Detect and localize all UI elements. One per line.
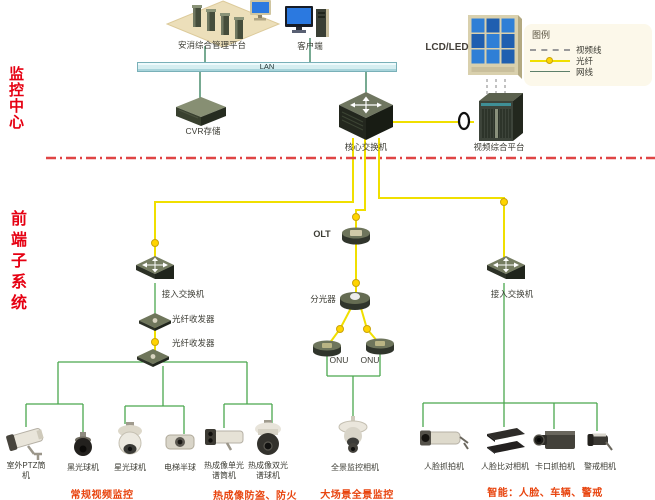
transceiver-icon bbox=[137, 349, 169, 367]
thermal-dome-camera-icon bbox=[255, 420, 281, 455]
legend-net-label: 网线 bbox=[576, 66, 594, 77]
camera-label: 星光球机 bbox=[114, 463, 146, 472]
core-switch-node bbox=[339, 92, 393, 140]
legend: 图例 视频线 光纤 网线 bbox=[524, 24, 652, 86]
olt-cylinder-icon bbox=[342, 227, 370, 245]
white-dome-camera-icon bbox=[118, 422, 142, 455]
camera-label: 全景监控相机 bbox=[331, 463, 379, 472]
client-label: 客户端 bbox=[297, 41, 323, 51]
caption-regular-video: 常规视频监控 bbox=[70, 490, 134, 500]
fiber-transceiver-2-label: 光纤收发器 bbox=[172, 338, 215, 348]
fiber-coupler-icon bbox=[457, 111, 471, 131]
mini-dome-camera-icon bbox=[165, 434, 195, 450]
switch-icon bbox=[487, 256, 525, 279]
video-platform-node bbox=[473, 93, 523, 141]
camera-label: 室外PTZ筒 机 bbox=[6, 461, 46, 480]
face-capture-bullet-camera-icon bbox=[420, 430, 469, 450]
face-compare-camera-icon bbox=[487, 428, 525, 454]
camera-label: 热成像双光 谱球机 bbox=[248, 461, 288, 480]
camera-node bbox=[418, 424, 470, 454]
camera-node bbox=[203, 426, 245, 452]
legend-row-video: 视频线 bbox=[524, 44, 652, 55]
video-line-sample-icon bbox=[530, 48, 570, 51]
transceiver-icon bbox=[139, 313, 171, 331]
splitter-cylinder-icon bbox=[340, 292, 370, 310]
caption-thermal: 热成像防盗、防火 bbox=[213, 491, 297, 500]
storage-box-icon bbox=[176, 97, 226, 126]
camera-label: 卡口抓拍机 bbox=[535, 462, 575, 471]
access-switch-right-node bbox=[487, 256, 525, 283]
onu-right-node bbox=[365, 338, 395, 355]
chassis-icon bbox=[479, 93, 523, 141]
client-node bbox=[285, 4, 331, 42]
olt-label: OLT bbox=[313, 229, 331, 239]
lcd-wall-node bbox=[468, 15, 522, 79]
mgmt-platform-node bbox=[166, 0, 281, 50]
legend-title: 图例 bbox=[532, 30, 551, 40]
legend-video-label: 视频线 bbox=[576, 44, 602, 55]
camera-node bbox=[338, 416, 368, 458]
camera-node bbox=[584, 428, 614, 454]
video-wall-icon bbox=[468, 15, 522, 79]
mgmt-platform-label: 安消综合管理平台 bbox=[177, 40, 246, 50]
access-switch-right-label: 接入交换机 bbox=[490, 289, 534, 299]
camera-label: 黑光球机 bbox=[67, 463, 99, 472]
camera-label: 人脸抓拍机 bbox=[424, 462, 464, 471]
camera-node bbox=[483, 426, 527, 454]
splitter-label: 分光器 bbox=[310, 294, 336, 304]
onu-cylinder-icon bbox=[366, 338, 394, 355]
fiber-transceiver-2-node bbox=[137, 349, 169, 367]
core-switch-icon bbox=[339, 92, 393, 140]
lcd-wall-label: LCD/LED bbox=[425, 42, 469, 53]
caption-smart: 智能：人脸、车辆、警戒 bbox=[487, 488, 603, 499]
panoramic-camera-icon bbox=[338, 416, 368, 453]
camera-label: 电梯半球 bbox=[164, 463, 196, 472]
core-switch-label: 核心交换机 bbox=[344, 142, 388, 152]
thermal-bullet-camera-icon bbox=[205, 429, 244, 451]
fiber-transceiver-1-label: 光纤收发器 bbox=[172, 314, 215, 324]
legend-row-fiber: 光纤 bbox=[524, 55, 652, 66]
alert-camera-icon bbox=[587, 433, 613, 451]
ethernet-lines-bottom bbox=[25, 283, 598, 434]
camera-label: 热成像单光 谱筒机 bbox=[204, 461, 244, 480]
legend-row-net: 网线 bbox=[524, 66, 652, 77]
switch-icon bbox=[136, 256, 174, 279]
lan-bus: LAN bbox=[137, 62, 397, 72]
camera-node bbox=[165, 432, 195, 452]
camera-label: 警戒相机 bbox=[584, 462, 616, 471]
fiber-transceiver-1-node bbox=[139, 313, 171, 331]
camera-node bbox=[2, 424, 50, 462]
fiber-line-sample-icon bbox=[530, 56, 570, 64]
video-platform-label: 视频综合平台 bbox=[473, 142, 525, 152]
camera-node bbox=[72, 432, 94, 458]
desktop-pc-icon bbox=[285, 6, 329, 37]
onu-right-label: ONU bbox=[360, 355, 380, 365]
section-title-monitoring-center: 监控中心 bbox=[7, 66, 24, 130]
camera-node bbox=[530, 426, 578, 452]
ptz-bullet-camera-icon bbox=[6, 428, 44, 460]
camera-label: 人脸比对相机 bbox=[481, 462, 529, 471]
splitter-node bbox=[339, 291, 371, 311]
net-line-sample-icon bbox=[530, 70, 570, 73]
camera-node bbox=[253, 420, 283, 458]
lan-label: LAN bbox=[259, 62, 275, 71]
access-switch-left-node bbox=[136, 256, 174, 283]
onu-left-label: ONU bbox=[329, 355, 349, 365]
onu-cylinder-icon bbox=[313, 340, 341, 357]
olt-node bbox=[341, 227, 371, 245]
access-switch-left-label: 接入交换机 bbox=[161, 289, 205, 299]
camera-node bbox=[117, 422, 143, 458]
checkpoint-box-camera-icon bbox=[533, 431, 575, 449]
section-title-frontend-subsystem: 前端子系统 bbox=[8, 210, 25, 315]
caption-panorama: 大场景全景监控 bbox=[320, 490, 394, 500]
cvr-node bbox=[176, 97, 226, 127]
onu-left-node bbox=[312, 340, 342, 357]
legend-fiber-label: 光纤 bbox=[576, 55, 594, 66]
cvr-label: CVR存储 bbox=[185, 126, 221, 136]
servers-platform-icon bbox=[166, 0, 281, 48]
black-dome-camera-icon bbox=[74, 432, 92, 456]
